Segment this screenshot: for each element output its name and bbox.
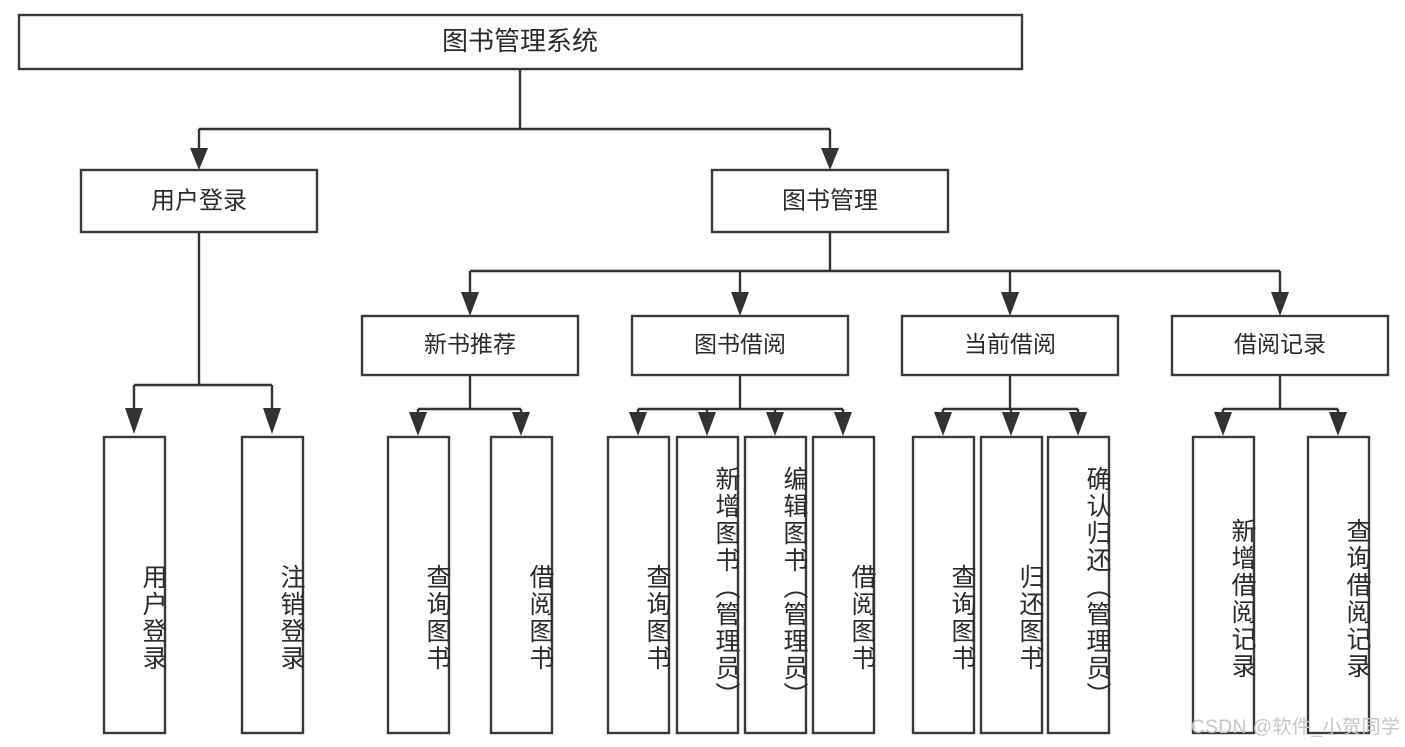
node-current-borrow-label: 当前借阅	[964, 331, 1056, 357]
node-book-borrow[interactable]: 图书借阅	[630, 314, 850, 377]
arrow-head-leaf-return-book	[1002, 412, 1020, 436]
connector-group-root	[190, 69, 839, 170]
node-user-login[interactable]: 用户登录	[79, 168, 319, 234]
node-root[interactable]: 图书管理系统	[17, 13, 1024, 71]
arrow-head-current-borrow	[1001, 292, 1019, 316]
node-borrow-record-label: 借阅记录	[1234, 331, 1326, 357]
arrow-head-book-borrow	[731, 292, 749, 316]
connector-group-current-borrow	[934, 375, 1087, 436]
leaf-box-borrow-book-2[interactable]	[811, 435, 876, 735]
node-user-login-box[interactable]	[79, 168, 319, 234]
arrow-head-leaf-user-logout	[263, 408, 281, 434]
connector-group-book-borrow	[629, 375, 852, 436]
node-borrow-record-box[interactable]	[1170, 314, 1390, 377]
leaf-box-confirm-return[interactable]	[1046, 435, 1111, 735]
node-new-book-recommend-box[interactable]	[360, 314, 580, 377]
arrow-head-leaf-add-record	[1214, 412, 1232, 436]
connector-group-user-login	[125, 232, 281, 434]
node-new-book-recommend-label: 新书推荐	[424, 331, 516, 357]
node-root-label: 图书管理系统	[442, 26, 598, 56]
csdn-watermark: CSDN @软件_小贺同学	[1191, 717, 1401, 738]
node-book-manage[interactable]: 图书管理	[710, 168, 950, 234]
node-book-manage-box[interactable]	[710, 168, 950, 234]
arrow-head-new-book-recommend	[461, 292, 479, 316]
leaf-box-query-record[interactable]	[1306, 435, 1371, 735]
arrow-head-leaf-borrow-book-2	[834, 412, 852, 436]
leaf-box-add-record[interactable]	[1191, 435, 1256, 735]
node-book-manage-label: 图书管理	[782, 187, 878, 214]
leaf-box-query-book-3[interactable]	[911, 435, 976, 735]
node-current-borrow-box[interactable]	[900, 314, 1120, 377]
arrow-head-leaf-borrow-book-1	[512, 412, 530, 436]
leaf-box-query-book-1[interactable]	[386, 435, 451, 735]
arrow-head-leaf-query-book-1	[409, 412, 427, 436]
arrow-head-leaf-user-login	[125, 408, 143, 434]
arrow-head-book-manage	[821, 148, 839, 170]
arrow-head-leaf-edit-book	[766, 412, 784, 436]
leaf-box-edit-book[interactable]	[743, 435, 808, 735]
arrow-head-borrow-record	[1271, 292, 1289, 316]
leaf-box-borrow-book-1[interactable]	[489, 435, 554, 735]
leaf-box-user-logout[interactable]	[240, 435, 305, 735]
arrow-head-leaf-confirm-return	[1069, 412, 1087, 436]
connector-group-new-book-recommend	[409, 375, 530, 436]
arrow-head-leaf-query-record	[1329, 412, 1347, 436]
node-book-borrow-box[interactable]	[630, 314, 850, 377]
connector-group-book-manage	[461, 232, 1289, 316]
leaf-box-user-login[interactable]	[102, 435, 167, 735]
leaf-box-group	[102, 435, 1371, 735]
arrow-head-leaf-add-book	[698, 412, 716, 436]
connector-group-borrow-record	[1214, 375, 1347, 436]
node-root-box[interactable]	[17, 13, 1024, 71]
node-user-login-label: 用户登录	[151, 187, 247, 214]
arrow-head-leaf-query-book-3	[934, 412, 952, 436]
leaf-box-return-book[interactable]	[979, 435, 1044, 735]
leaf-box-add-book[interactable]	[675, 435, 740, 735]
arrow-head-user-login	[190, 148, 208, 170]
arrow-head-leaf-query-book-2	[629, 412, 647, 436]
node-new-book-recommend[interactable]: 新书推荐	[360, 314, 580, 377]
node-book-borrow-label: 图书借阅	[694, 331, 786, 357]
leaf-box-query-book-2[interactable]	[606, 435, 671, 735]
node-current-borrow[interactable]: 当前借阅	[900, 314, 1120, 377]
node-borrow-record[interactable]: 借阅记录	[1170, 314, 1390, 377]
